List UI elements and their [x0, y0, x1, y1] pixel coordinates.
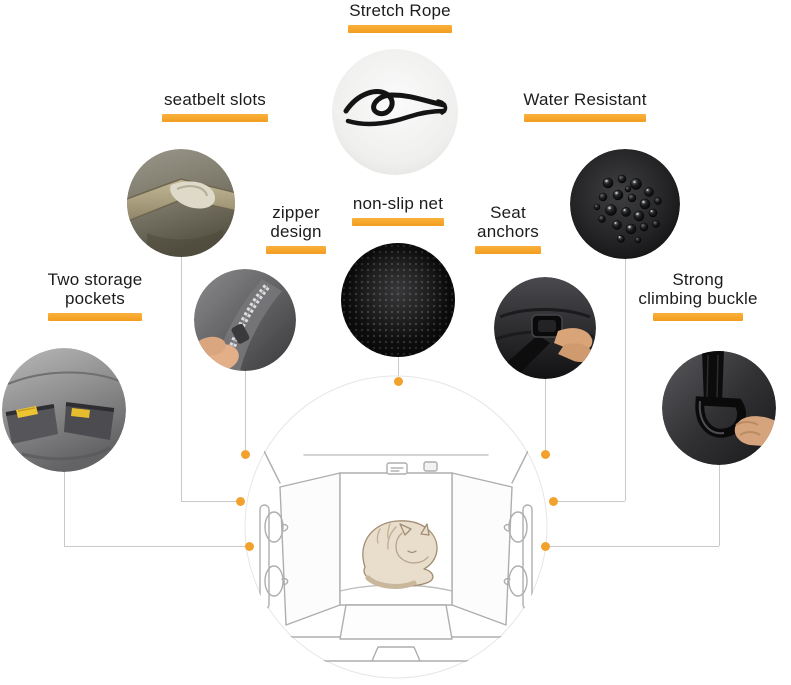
label-stretch-rope: Stretch Rope: [325, 1, 475, 33]
accent-underline: [48, 313, 142, 321]
label-text: pockets: [65, 289, 125, 308]
climbing-buckle-icon: [662, 351, 776, 465]
label-seat-anchors: Seat anchors: [458, 203, 558, 254]
connector-buckle-vertical: [719, 465, 720, 546]
label-text: non-slip net: [352, 194, 444, 213]
water-droplets-icon: [570, 149, 680, 259]
connector-zipper-vertical: [245, 371, 246, 450]
connector-dot-zipper: [241, 450, 250, 459]
label-text: anchors: [477, 222, 539, 241]
accent-underline: [524, 114, 646, 122]
label-climbing-buckle: Strong climbing buckle: [628, 270, 768, 321]
label-water-resistant: Water Resistant: [512, 90, 658, 122]
label-text: Seat: [490, 203, 526, 222]
stretch-rope-photo: [332, 49, 458, 175]
connector-dot-water: [549, 497, 558, 506]
accent-underline: [266, 246, 326, 254]
seatbelt-strap-icon: [127, 149, 235, 257]
climbing-buckle-photo: [662, 351, 776, 465]
accent-underline: [475, 246, 541, 254]
sleeping-cat-drawing: [362, 520, 438, 589]
label-text: Strong: [672, 270, 724, 289]
label-zipper-design: zipper design: [246, 203, 346, 254]
water-droplets-photo: [570, 149, 680, 259]
connector-water-vertical: [625, 259, 626, 501]
car-seat-hammock-line-drawing: [244, 375, 548, 679]
label-text: zipper: [272, 203, 320, 222]
non-slip-net-photo: [341, 243, 455, 357]
connector-dot-pockets: [245, 542, 254, 551]
label-text: seatbelt slots: [163, 90, 267, 109]
label-text: Stretch Rope: [349, 1, 451, 20]
connector-dot-buckle: [541, 542, 550, 551]
connector-buckle-horizontal: [549, 546, 719, 547]
label-text: Two storage: [47, 270, 143, 289]
connector-dot-anchors: [541, 450, 550, 459]
connector-net-vertical: [398, 357, 399, 377]
accent-underline: [348, 25, 452, 33]
connector-water-horizontal: [557, 501, 625, 502]
zipper-photo: [194, 269, 296, 371]
zipper-icon: [194, 269, 296, 371]
connector-dot-seatbelt: [236, 497, 245, 506]
label-storage-pockets: Two storage pockets: [25, 270, 165, 321]
connector-seatbelt-vertical: [181, 257, 182, 501]
accent-underline: [162, 114, 268, 122]
seatbelt-slots-photo: [127, 149, 235, 257]
label-seatbelt-slots: seatbelt slots: [145, 90, 285, 122]
label-text: climbing buckle: [638, 289, 758, 308]
connector-pockets-vertical: [64, 472, 65, 546]
seat-anchor-clip-icon: [494, 277, 596, 379]
seat-anchor-photo: [494, 277, 596, 379]
connector-pockets-horizontal: [64, 546, 245, 547]
label-text: Water Resistant: [523, 90, 647, 109]
storage-pockets-icon: [2, 348, 126, 472]
connector-seatbelt-horizontal: [181, 501, 236, 502]
label-text: design: [270, 222, 322, 241]
bungee-rope-icon: [332, 49, 458, 175]
storage-pockets-photo: [2, 348, 126, 472]
center-illustration: [244, 375, 548, 679]
accent-underline: [352, 218, 444, 226]
connector-anchors-vertical: [545, 379, 546, 450]
label-non-slip-net: non-slip net: [328, 194, 468, 226]
accent-underline: [653, 313, 743, 321]
connector-dot-net: [394, 377, 403, 386]
